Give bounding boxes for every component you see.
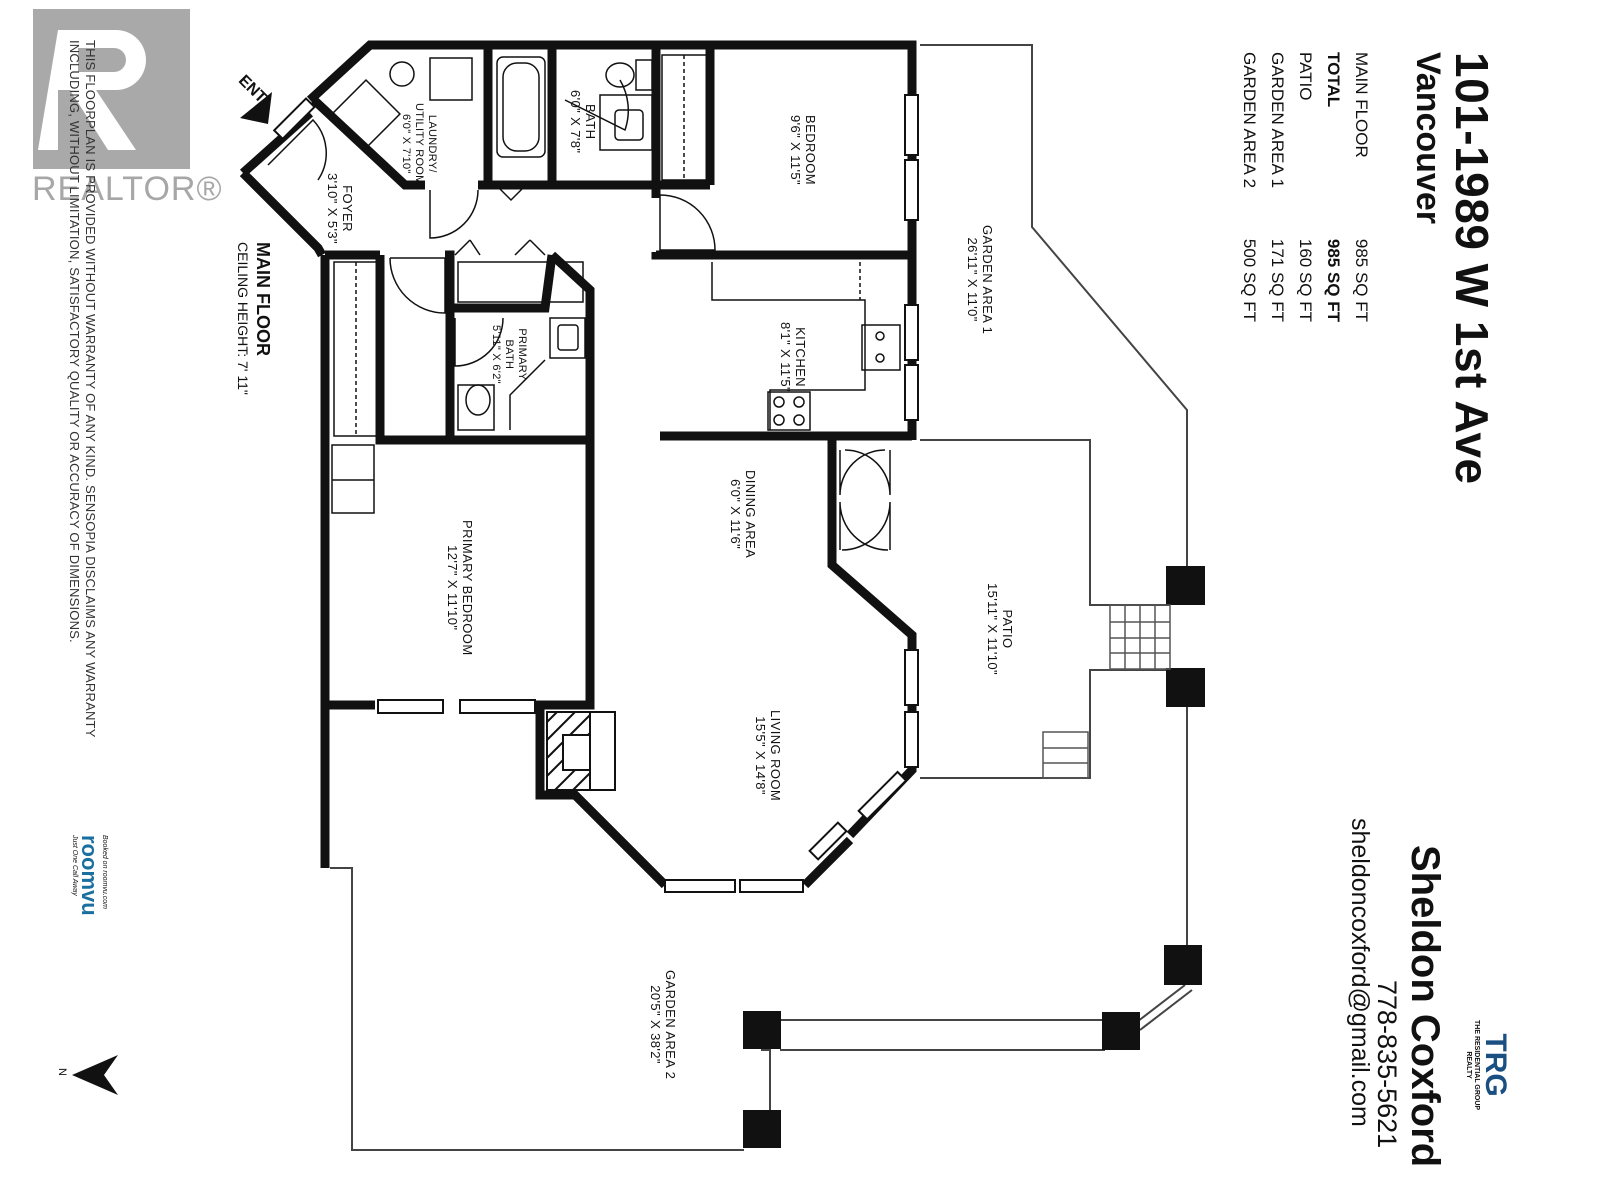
area-total-value: 985 SQ FT bbox=[1324, 238, 1343, 322]
room-pbath-name2: BATH bbox=[503, 339, 515, 370]
roomvu-badge: Booked on roomvu.com roomvu Just One Cal… bbox=[70, 835, 108, 916]
roomvu-logo: roomvu bbox=[77, 835, 102, 916]
agent-name: Sheldon Coxford bbox=[1403, 845, 1447, 1168]
room-garden1-name: GARDEN AREA 1 bbox=[980, 225, 995, 335]
fireplace bbox=[546, 711, 616, 791]
area-garden1-label: GARDEN AREA 1 bbox=[1268, 52, 1287, 189]
area-row-main: MAIN FLOOR 985 SQ FT bbox=[1347, 52, 1375, 322]
room-dining-name: DINING AREA bbox=[743, 470, 758, 559]
area-garden1-value: 171 SQ FT bbox=[1268, 238, 1287, 322]
realtor-logo bbox=[33, 9, 190, 169]
room-pbath-dim: 5'11" X 6'2" bbox=[490, 325, 502, 384]
room-garden2-dim: 20'5" X 38'2" bbox=[648, 985, 663, 1064]
room-patio-dim: 15'11" X 11'10" bbox=[985, 583, 1000, 675]
realtor-watermark: REALTOR® bbox=[32, 170, 223, 208]
room-dining-label: DINING AREA 6'0" X 11'6" bbox=[728, 470, 758, 558]
agent-email[interactable]: sheldoncoxford@gmail.com bbox=[1346, 818, 1374, 1127]
room-living-label: LIVING ROOM 15'5" X 14'8" bbox=[753, 710, 783, 801]
room-laundry-dim: 6'0" X 7'10" bbox=[400, 113, 412, 174]
walls bbox=[239, 40, 917, 889]
room-living-dim: 15'5" X 14'8" bbox=[753, 716, 768, 795]
room-patio-name: PATIO bbox=[1000, 609, 1015, 649]
room-garden2-name: GARDEN AREA 2 bbox=[663, 970, 678, 1080]
room-bath-name: BATH bbox=[583, 104, 598, 140]
windows bbox=[272, 94, 919, 893]
room-garden1-dim: 26'11" X 11'0" bbox=[965, 237, 980, 322]
area-patio-value: 160 SQ FT bbox=[1296, 238, 1315, 322]
room-kitchen-name: KITCHEN bbox=[793, 327, 808, 387]
ceiling-height: CEILING HEIGHT: 7' 11" bbox=[235, 242, 251, 395]
room-garden1-label: GARDEN AREA 1 26'11" X 11'0" bbox=[965, 225, 995, 334]
floor-label: MAIN FLOOR bbox=[253, 242, 273, 356]
agent-phone[interactable]: 778-835-5621 bbox=[1372, 980, 1402, 1149]
area-row-garden2: GARDEN AREA 2 500 SQ FT bbox=[1235, 52, 1263, 322]
entrance-arrow bbox=[240, 92, 272, 124]
room-living-name: LIVING ROOM bbox=[768, 710, 783, 802]
area-patio-label: PATIO bbox=[1296, 52, 1315, 101]
room-patio-label: PATIO 15'11" X 11'10" bbox=[985, 583, 1015, 675]
area-main-value: 985 SQ FT bbox=[1352, 238, 1371, 322]
room-pbath-label: PRIMARY BATH 5'11" X 6'2" bbox=[489, 325, 528, 384]
north-label: N bbox=[56, 1068, 68, 1076]
area-row-garden1: GARDEN AREA 1 171 SQ FT bbox=[1263, 52, 1291, 322]
stairs bbox=[1042, 604, 1171, 779]
room-foyer-dim: 3'10" X 5'3" bbox=[325, 173, 340, 245]
property-city: Vancouver bbox=[1409, 52, 1447, 224]
room-foyer-name: FOYER bbox=[340, 185, 355, 232]
garden-area-2-outline bbox=[330, 867, 1193, 1151]
room-laundry-label: LAUNDRY/ UTILITY ROOM 6'0" X 7'10" bbox=[399, 103, 438, 185]
brokerage-mark: TRG bbox=[1479, 1033, 1512, 1097]
room-bedroom-label: BEDROOM 9'6" X 11'5" bbox=[788, 115, 818, 185]
room-dining-dim: 6'0" X 11'6" bbox=[728, 479, 743, 550]
room-bath-label: BATH 6'0" X 7'8" bbox=[568, 90, 598, 153]
room-bedroom-name: BEDROOM bbox=[803, 115, 818, 186]
area-garden2-value: 500 SQ FT bbox=[1240, 238, 1259, 322]
room-garden2-label: GARDEN AREA 2 20'5" X 38'2" bbox=[648, 970, 678, 1079]
disclaimer: THIS FLOORPLAN IS PROVIDED WITHOUT WARRA… bbox=[66, 40, 98, 738]
room-pbed-label: PRIMARY BEDROOM 12'7" X 11'10" bbox=[445, 520, 475, 656]
disclaimer-line2: INCLUDING, WITHOUT LIMITATION, SATISFACT… bbox=[67, 40, 82, 643]
doors bbox=[267, 79, 891, 551]
room-foyer-label: FOYER 3'10" X 5'3" bbox=[325, 173, 355, 244]
fixtures bbox=[330, 54, 901, 514]
room-laundry-name2: UTILITY ROOM bbox=[413, 103, 425, 185]
garden-area-1-outline bbox=[920, 44, 1188, 946]
brokerage-line2: REALTY bbox=[1465, 1051, 1472, 1079]
area-row-total: TOTAL 985 SQ FT bbox=[1319, 52, 1347, 322]
area-row-patio: PATIO 160 SQ FT bbox=[1291, 52, 1319, 322]
room-laundry-name: LAUNDRY/ bbox=[426, 114, 438, 173]
north-arrow bbox=[72, 1055, 118, 1095]
room-pbed-name: PRIMARY BEDROOM bbox=[460, 520, 475, 656]
room-kitchen-label: KITCHEN 8'1" X 11'5" bbox=[778, 322, 808, 392]
pillars bbox=[743, 566, 1205, 1148]
disclaimer-line1: THIS FLOORPLAN IS PROVIDED WITHOUT WARRA… bbox=[83, 40, 98, 738]
room-pbath-name: PRIMARY bbox=[516, 328, 528, 381]
brokerage-line1: THE RESIDENTIAL GROUP bbox=[1473, 1020, 1480, 1111]
area-summary: MAIN FLOOR 985 SQ FT TOTAL 985 SQ FT PAT… bbox=[1235, 52, 1375, 322]
room-bedroom-dim: 9'6" X 11'5" bbox=[788, 115, 803, 186]
area-garden2-label: GARDEN AREA 2 bbox=[1240, 52, 1259, 189]
brokerage-logo: TRG THE RESIDENTIAL GROUP REALTY bbox=[1464, 1020, 1512, 1111]
area-total-label: TOTAL bbox=[1324, 52, 1343, 108]
room-pbed-dim: 12'7" X 11'10" bbox=[445, 545, 460, 631]
room-kitchen-dim: 8'1" X 11'5" bbox=[778, 322, 793, 393]
property-address: 101-1989 W 1st Ave bbox=[1446, 52, 1498, 485]
area-main-label: MAIN FLOOR bbox=[1352, 52, 1371, 158]
room-bath-dim: 6'0" X 7'8" bbox=[568, 90, 583, 154]
